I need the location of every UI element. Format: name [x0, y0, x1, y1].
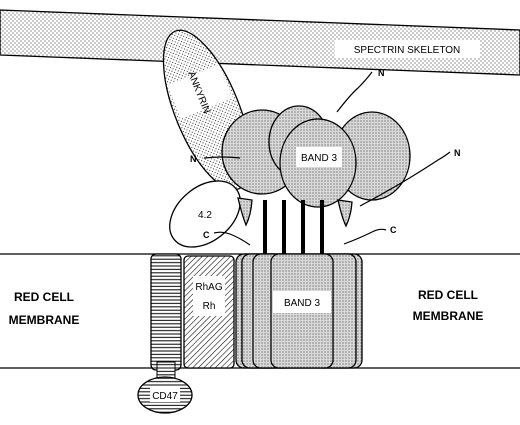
n-terminal-top: N: [378, 68, 385, 78]
rhag-label: RhAG: [195, 282, 222, 293]
cd47-protein: CD47: [137, 361, 193, 414]
c-terminal-left: C: [203, 230, 210, 240]
spectrin-skeleton-band: [0, 9, 520, 76]
band3-membrane-domain: BAND 3: [235, 253, 363, 369]
membrane-left-label-line1: RED CELL: [14, 290, 74, 304]
membrane-left-label-line2: MEMBRANE: [9, 313, 80, 327]
membrane-right-label-line1: RED CELL: [418, 288, 478, 302]
band3-membrane-label: BAND 3: [284, 298, 321, 309]
cd47-label: CD47: [152, 391, 178, 402]
membrane-right-label-line2: MEMBRANE: [413, 309, 484, 323]
rhag-rh-protein: RhAG Rh: [183, 255, 235, 369]
band3-stalks: [263, 200, 324, 258]
spectrin-label: SPECTRIN SKELETON: [354, 45, 461, 56]
terminal-tails: [203, 71, 451, 246]
striped-transmembrane-protein: [150, 253, 182, 371]
protein-4-2: 4.2: [169, 180, 241, 248]
band3-top-label: BAND 3: [301, 153, 338, 164]
rh-label: Rh: [203, 301, 216, 312]
band3-cytoplasmic-domains: BAND 3: [221, 105, 411, 208]
n-terminal-right: N: [454, 148, 461, 158]
c-terminal-right: C: [390, 225, 397, 235]
n-terminal-left: N: [190, 154, 197, 164]
protein42-label: 4.2: [198, 210, 212, 221]
